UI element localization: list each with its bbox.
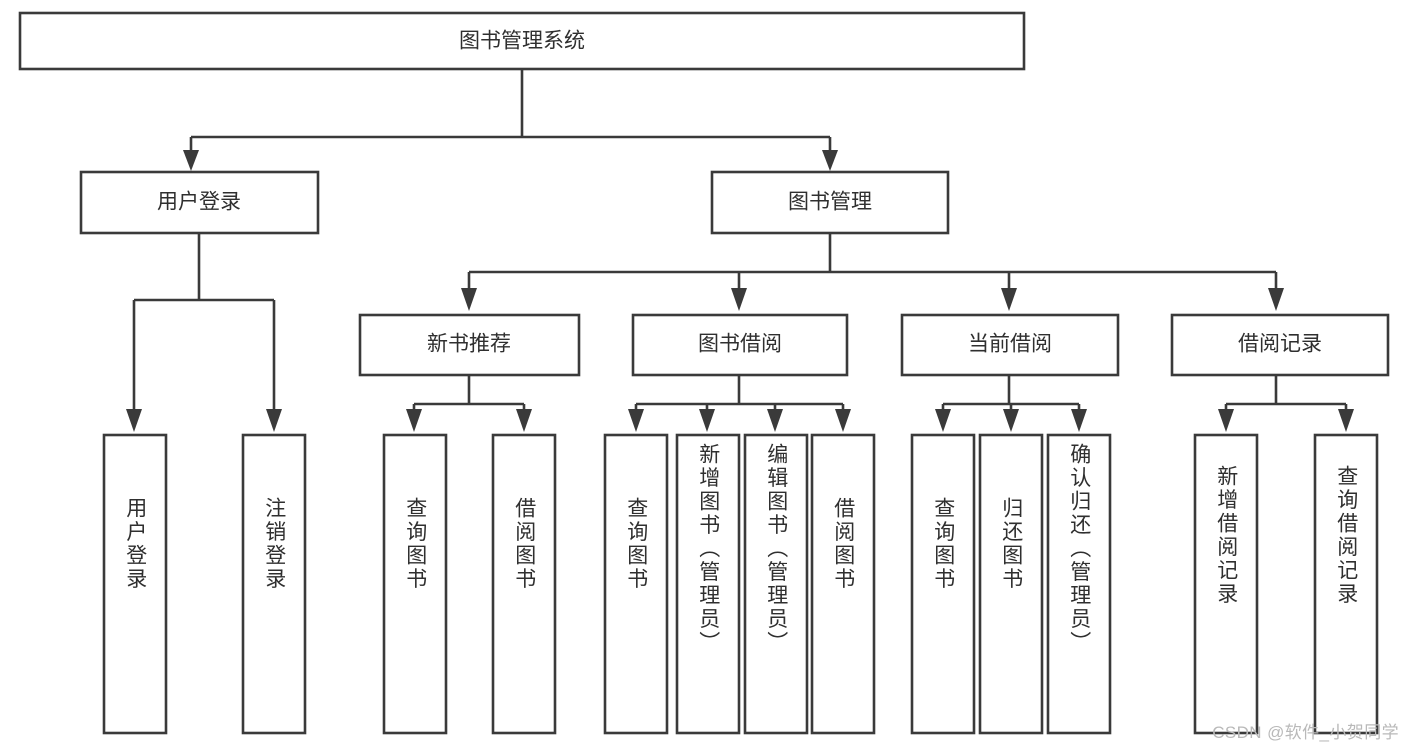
node-book-management-label: 图书管理 xyxy=(788,191,872,214)
arrow-head-br-leaf-1 xyxy=(1218,409,1234,432)
leaf-box-br-query-record[interactable] xyxy=(1313,433,1379,735)
leaf-label-br-query-record-text: 查询借阅记录 xyxy=(1334,465,1358,606)
leaf-label-user-login: 用户登录 xyxy=(104,497,166,591)
leaf-box-bb-edit-book[interactable] xyxy=(743,433,809,735)
leaf-label-user-login-text: 用户登录 xyxy=(123,497,147,591)
leaf-label-br-add-record-text: 新增借阅记录 xyxy=(1214,465,1238,606)
leaf-box-logout[interactable] xyxy=(241,433,307,735)
leaf-label-cb-return-book: 归还图书 xyxy=(980,497,1042,591)
leaf-label-bb-add-book-text: 新增图书（管理员） xyxy=(696,443,720,655)
leaf-label-nbr-borrow-book-text: 借阅图书 xyxy=(512,497,536,591)
node-current-borrow-box[interactable] xyxy=(900,313,1120,377)
node-book-borrow-box[interactable] xyxy=(631,313,849,377)
node-new-book-recommend[interactable]: 新书推荐 xyxy=(358,313,581,377)
leaf-label-cb-confirm-return: 确认归还（管理员） xyxy=(1048,443,1110,655)
node-book-management[interactable]: 图书管理 xyxy=(710,170,950,235)
node-borrow-record-box[interactable] xyxy=(1170,313,1390,377)
node-current-borrow-label: 当前借阅 xyxy=(968,333,1052,356)
arrow-head-new-book xyxy=(461,288,477,311)
leaf-box-user-login[interactable] xyxy=(102,433,168,735)
node-book-borrow[interactable]: 图书借阅 xyxy=(631,313,849,377)
leaf-label-bb-query-book-text: 查询图书 xyxy=(624,497,648,591)
leaf-box-bb-add-book[interactable] xyxy=(675,433,741,735)
leaf-label-cb-confirm-return-text: 确认归还（管理员） xyxy=(1067,443,1091,655)
arrow-head-book-borrow xyxy=(731,288,747,311)
arrow-head-cb-leaf-1 xyxy=(935,409,951,432)
node-current-borrow[interactable]: 当前借阅 xyxy=(900,313,1120,377)
arrow-head-leaf-user-login xyxy=(126,409,142,432)
arrow-head-leaf-logout xyxy=(266,409,282,432)
node-borrow-record[interactable]: 借阅记录 xyxy=(1170,313,1390,377)
leaf-label-nbr-borrow-book: 借阅图书 xyxy=(493,497,555,591)
node-book-borrow-label: 图书借阅 xyxy=(698,333,782,356)
leaf-box-nbr-query-book[interactable] xyxy=(382,433,448,735)
leaf-label-logout-text: 注销登录 xyxy=(262,497,286,591)
leaf-label-bb-edit-book-text: 编辑图书（管理员） xyxy=(764,443,788,655)
arrow-head-nbr-leaf-1 xyxy=(406,409,422,432)
node-root-label: 图书管理系统 xyxy=(459,30,585,53)
leaf-label-cb-return-book-text: 归还图书 xyxy=(999,497,1023,591)
arrow-head-bb-leaf-2 xyxy=(699,409,715,432)
leaf-box-br-add-record[interactable] xyxy=(1193,433,1259,735)
node-user-login-label: 用户登录 xyxy=(157,191,241,214)
node-user-login[interactable]: 用户登录 xyxy=(79,170,320,235)
node-user-login-box[interactable] xyxy=(79,170,320,235)
leaf-box-cb-confirm-return[interactable] xyxy=(1046,433,1112,735)
node-root[interactable]: 图书管理系统 xyxy=(18,11,1026,71)
leaf-label-cb-query-book-text: 查询图书 xyxy=(931,497,955,591)
leaf-label-logout: 注销登录 xyxy=(243,497,305,591)
node-book-management-box[interactable] xyxy=(710,170,950,235)
leaf-label-nbr-query-book-text: 查询图书 xyxy=(403,497,427,591)
connector-group xyxy=(126,69,1354,432)
arrow-head-user-login xyxy=(183,150,199,171)
arrow-head-bb-leaf-1 xyxy=(628,409,644,432)
leaf-box-cb-return-book[interactable] xyxy=(978,433,1044,735)
arrow-head-book-mgmt xyxy=(822,150,838,171)
arrow-head-cb-leaf-2 xyxy=(1003,409,1019,432)
leaf-label-bb-query-book: 查询图书 xyxy=(605,497,667,591)
node-new-book-recommend-label: 新书推荐 xyxy=(427,333,511,356)
arrow-head-nbr-leaf-2 xyxy=(516,409,532,432)
leaf-label-bb-add-book: 新增图书（管理员） xyxy=(677,443,739,655)
leaf-box-bb-borrow-book[interactable] xyxy=(810,433,876,735)
leaf-label-br-query-record: 查询借阅记录 xyxy=(1315,465,1377,606)
leaf-label-bb-borrow-book-text: 借阅图书 xyxy=(831,497,855,591)
node-root-box[interactable] xyxy=(18,11,1026,71)
leaf-label-cb-query-book: 查询图书 xyxy=(912,497,974,591)
leaf-label-bb-edit-book: 编辑图书（管理员） xyxy=(745,443,807,655)
leaf-label-bb-borrow-book: 借阅图书 xyxy=(812,497,874,591)
leaf-box-nbr-borrow-book[interactable] xyxy=(491,433,557,735)
arrow-head-bb-leaf-3 xyxy=(767,409,783,432)
leaf-box-group xyxy=(102,433,1379,735)
node-new-book-recommend-box[interactable] xyxy=(358,313,581,377)
arrow-head-current-borrow xyxy=(1001,288,1017,311)
leaf-box-bb-query-book[interactable] xyxy=(603,433,669,735)
arrow-head-bb-leaf-4 xyxy=(835,409,851,432)
node-borrow-record-label: 借阅记录 xyxy=(1238,333,1322,356)
arrow-head-borrow-record xyxy=(1268,288,1284,311)
arrow-head-br-leaf-2 xyxy=(1338,409,1354,432)
leaf-label-nbr-query-book: 查询图书 xyxy=(384,497,446,591)
leaf-box-cb-query-book[interactable] xyxy=(910,433,976,735)
leaf-label-br-add-record: 新增借阅记录 xyxy=(1195,465,1257,606)
arrow-head-cb-leaf-3 xyxy=(1071,409,1087,432)
